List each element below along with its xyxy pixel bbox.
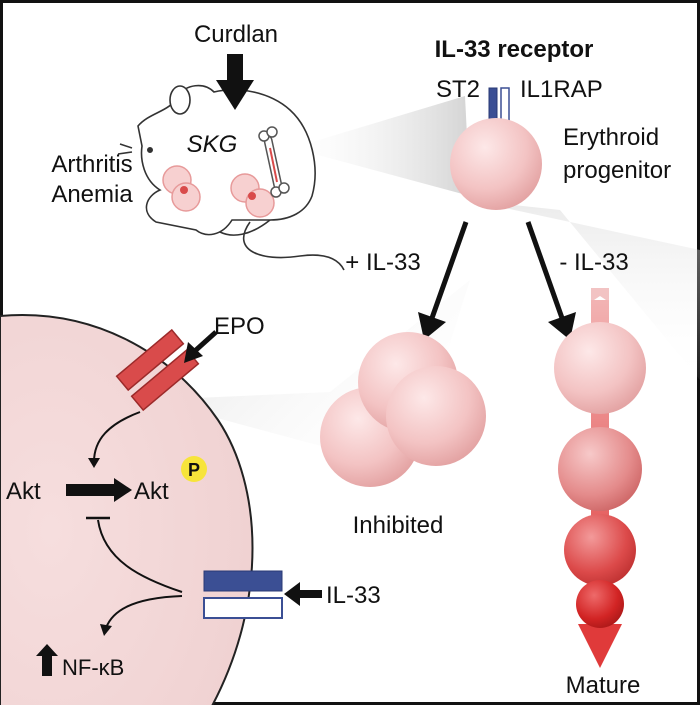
akt-phosphorylation-arrow-icon — [66, 478, 132, 502]
epo-label: EPO — [214, 313, 265, 340]
st2-receptor-cell — [203, 570, 283, 592]
maturing-cell-stage-4 — [576, 580, 624, 628]
maturing-cell-stage-3 — [564, 514, 636, 586]
il1rap-receptor-cell — [203, 597, 283, 619]
il33-arrow-icon — [284, 582, 322, 606]
maturing-cell-stage-2 — [558, 427, 642, 511]
branch-arrow-minus-il33-icon — [525, 221, 576, 340]
epo-signal-arrowhead-icon — [88, 458, 100, 468]
bone-icon — [258, 126, 290, 198]
nfkb-signal-arrow-icon — [105, 595, 183, 629]
zoom-cone-mouse — [292, 96, 470, 196]
maturing-cell-stage-1 — [554, 322, 646, 414]
branch-plus-il33-label: + IL-33 — [345, 249, 420, 276]
phenotype-arthritis: Arthritis — [51, 151, 132, 178]
phospho-akt-label: Akt — [134, 478, 169, 505]
nfkb-label: NF-κB — [62, 655, 124, 680]
outcome-inhibited: Inhibited — [353, 512, 444, 539]
phospho-badge — [181, 456, 207, 482]
nfkb-signal-arrowhead-icon — [100, 624, 112, 636]
nfkb-up-arrow-icon — [36, 644, 58, 676]
akt-label: Akt — [6, 478, 41, 505]
receptor-st2-label: ST2 — [436, 76, 480, 103]
phenotype-anemia: Anemia — [51, 181, 133, 208]
inhibited-cell-cluster — [320, 332, 486, 487]
inhibition-line — [97, 519, 183, 593]
branch-arrow-plus-il33-icon — [418, 221, 469, 340]
curdlan-label: Curdlan — [194, 21, 278, 48]
phospho-badge-label: P — [188, 460, 200, 480]
epo-arrow-icon — [184, 330, 218, 363]
cell-membrane — [0, 314, 254, 705]
progenitor-label-line2: progenitor — [563, 157, 671, 184]
mouse-strain-label: SKG — [187, 131, 238, 158]
receptor-title: IL-33 receptor — [435, 36, 594, 63]
progenitor-label-line1: Erythroid — [563, 124, 659, 151]
il33-label: IL-33 — [326, 582, 381, 609]
curdlan-arrow-icon — [216, 54, 254, 110]
zoom-cone-progenitor — [468, 200, 700, 380]
receptor-il1rap-label: IL1RAP — [520, 76, 603, 103]
erythroid-progenitor-cell — [450, 118, 542, 210]
inflamed-joints — [162, 165, 275, 218]
epo-receptor — [115, 328, 200, 412]
epo-signal-arrow-icon — [93, 411, 141, 463]
outcome-mature: Mature — [566, 672, 641, 699]
branch-minus-il33-label: - IL-33 — [559, 249, 628, 276]
